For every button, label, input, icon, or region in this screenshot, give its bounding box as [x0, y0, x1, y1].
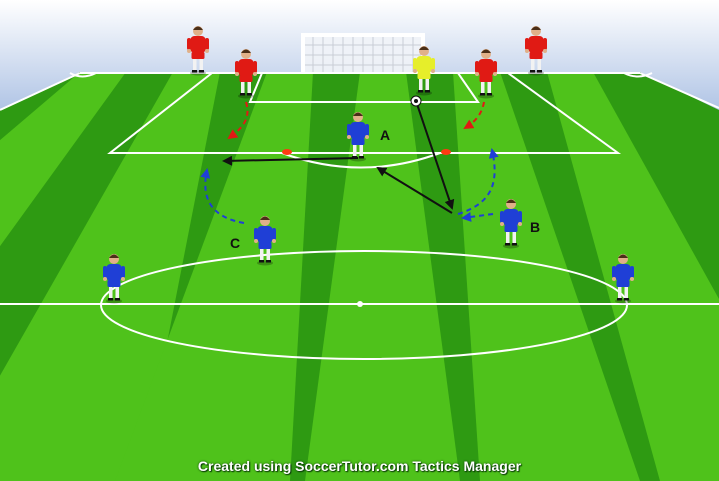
credit-text: Created using SoccerTutor.com Tactics Ma…: [197, 458, 522, 474]
run-arrow-blue: [457, 148, 499, 215]
center-spot: [357, 301, 363, 307]
player-goalkeeper: [413, 46, 435, 96]
pass-arrow: [416, 103, 455, 210]
goal: [301, 33, 425, 72]
player-attacker-c: [254, 216, 276, 266]
pass-arrow: [376, 166, 453, 214]
players: [103, 26, 634, 304]
player-label-c: C: [230, 235, 240, 251]
player-label-b: B: [530, 219, 540, 235]
run-arrow-red: [463, 101, 485, 130]
player-attacker-b: [500, 199, 522, 249]
player-defender: [525, 26, 547, 76]
player-attacker-a: [347, 112, 369, 162]
movement-arrows: [200, 101, 499, 224]
ball: [410, 95, 422, 107]
player-attacker: [612, 254, 634, 304]
cone: [282, 149, 292, 155]
cone: [441, 149, 451, 155]
run-arrow-blue: [200, 168, 245, 224]
player-defender: [475, 49, 497, 99]
pass-arrows: [222, 103, 455, 214]
player-label-a: A: [380, 127, 390, 143]
pass-arrow: [222, 155, 359, 166]
run-arrow-red: [227, 101, 249, 140]
player-defender: [187, 26, 209, 76]
player-defender: [235, 49, 257, 99]
player-attacker: [103, 254, 125, 304]
